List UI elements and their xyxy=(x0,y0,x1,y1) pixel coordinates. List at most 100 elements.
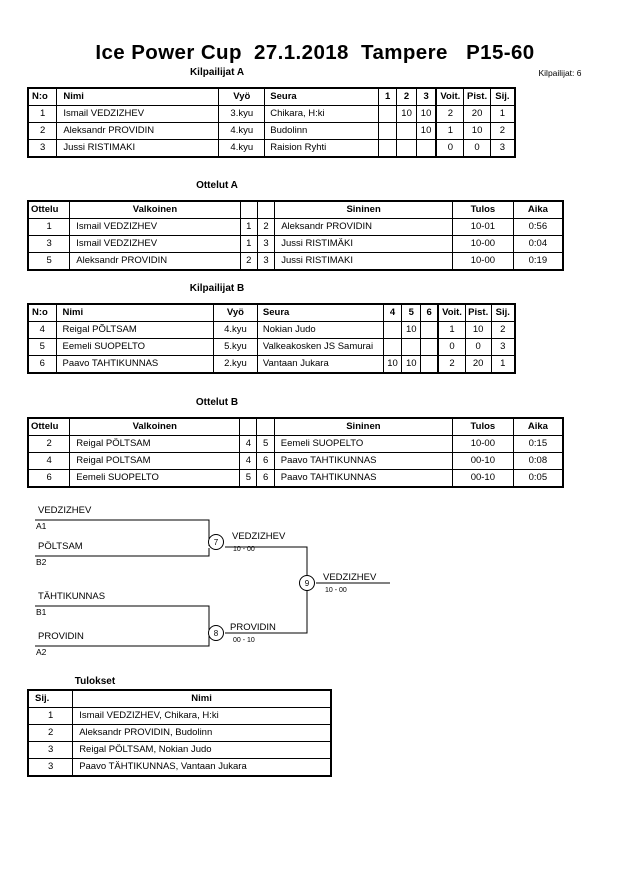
cell-time: 0:04 xyxy=(512,235,564,253)
cell-name: Reigal PÖLTSAM, Nokian Judo xyxy=(72,741,331,759)
cell-white: Aleksandr PROVIDIN xyxy=(69,252,241,270)
col-name: Nimi xyxy=(72,690,331,708)
cell-points: 10 xyxy=(464,321,492,339)
cell-club: Budolinn xyxy=(264,122,380,140)
cell-club: Chikara, H:ki xyxy=(264,105,380,123)
cell-time: 0:56 xyxy=(512,218,564,236)
cell-name: Ismail VEDZIZHEV xyxy=(56,105,220,123)
table-header-row: Ottelu Valkoinen Sininen Tulos Aika xyxy=(27,201,564,219)
col-white: Valkoinen xyxy=(69,418,241,436)
cell-points: 20 xyxy=(463,105,491,123)
col-blue-no xyxy=(256,418,275,436)
match-node-number: 9 xyxy=(305,579,310,588)
cell-white-no: 1 xyxy=(239,235,258,253)
table-row: 1 Ismail VEDZIZHEV, Chikara, H:ki xyxy=(27,707,331,725)
heading-matches-a: Ottelut A xyxy=(196,180,238,191)
cell-white-no: 4 xyxy=(239,435,258,453)
cell-wins: 1 xyxy=(437,321,466,339)
table-header-row: Sij. Nimi xyxy=(27,690,331,708)
bracket-entry-name: VEDZIZHEV xyxy=(38,505,92,516)
col-time: Aika xyxy=(512,418,564,436)
cell-rr-5: 10 xyxy=(401,321,422,339)
cell-match-no: 6 xyxy=(27,469,71,487)
cell-rr-1 xyxy=(378,139,398,157)
cell-blue-no: 5 xyxy=(256,435,275,453)
cell-club: Nokian Judo xyxy=(256,321,384,339)
col-wins: Voit. xyxy=(435,88,465,106)
cell-result: 10-00 xyxy=(452,235,514,253)
cell-belt: 3.kyu xyxy=(218,105,266,123)
cell-points: 0 xyxy=(464,338,492,356)
bracket-entry-seed: A2 xyxy=(36,647,47,657)
cell-time: 0:15 xyxy=(512,435,564,453)
cell-belt: 4.kyu xyxy=(212,321,258,339)
col-blue-no xyxy=(256,201,276,219)
cell-name: Aleksandr PROVIDIN, Budolinn xyxy=(72,724,331,742)
col-rr-6: 6 xyxy=(420,304,439,322)
cell-rr-2: 10 xyxy=(396,105,417,123)
cell-rr-6 xyxy=(420,355,439,373)
semifinal-winner-name: PROVIDIN xyxy=(230,622,276,633)
bracket-entry-name: PROVIDIN xyxy=(38,631,84,642)
table-row: 4 Reigal POLTSAM 4 6 Paavo TAHTIKUNNAS 0… xyxy=(27,452,564,470)
cell-white-no: 2 xyxy=(239,252,258,270)
cell-rank: 3 xyxy=(27,741,74,759)
table-row: 5 Eemeli SUOPELTO 5.kyu Valkeakosken JS … xyxy=(28,338,516,356)
col-rr-4: 4 xyxy=(382,304,403,322)
col-match-no: Ottelu xyxy=(27,418,71,436)
cell-club: Raision Ryhti xyxy=(264,139,380,157)
cell-result: 10-00 xyxy=(451,435,514,453)
cell-club: Valkeakosken JS Samurai xyxy=(256,338,384,356)
pool-a-table: N:o Nimi Vyö Seura 1 2 3 Voit. Pist. Sij… xyxy=(27,87,516,158)
cell-rr-4 xyxy=(382,321,403,339)
col-rank: Sij. xyxy=(27,690,74,708)
match-node-number: 8 xyxy=(214,629,219,638)
col-white: Valkoinen xyxy=(69,201,241,219)
col-no: N:o xyxy=(28,304,57,322)
cell-rr-2 xyxy=(396,139,417,157)
table-row: 1 Ismail VEDZIZHEV 1 2 Aleksandr PROVIDI… xyxy=(27,218,564,236)
cell-belt: 5.kyu xyxy=(212,338,258,356)
cell-name: Jussi RISTIMAKI xyxy=(56,139,220,157)
cell-time: 0:05 xyxy=(512,469,564,487)
col-club: Seura xyxy=(256,304,384,322)
match-node-number: 7 xyxy=(214,538,219,547)
cell-white-no: 5 xyxy=(239,469,258,487)
col-white-no xyxy=(239,201,258,219)
cell-points: 20 xyxy=(464,355,492,373)
col-rank: Sij. xyxy=(489,88,516,106)
cell-rr-4 xyxy=(382,338,403,356)
cell-wins: 2 xyxy=(435,105,465,123)
cell-rr-5 xyxy=(401,338,422,356)
cell-name: Eemeli SUOPELTO xyxy=(55,338,214,356)
cell-blue-no: 2 xyxy=(256,218,276,236)
cell-blue-no: 6 xyxy=(256,452,275,470)
cell-rr-1 xyxy=(378,105,398,123)
cell-rank: 1 xyxy=(489,105,516,123)
pool-b-table: N:o Nimi Vyö Seura 4 5 6 Voit. Pist. Sij… xyxy=(27,303,516,374)
col-blue: Sininen xyxy=(274,201,454,219)
bracket-line-sf1-out xyxy=(225,546,308,577)
col-wins: Voit. xyxy=(437,304,466,322)
col-rank: Sij. xyxy=(490,304,516,322)
table-row: 5 Aleksandr PROVIDIN 2 3 Jussi RISTIMAKI… xyxy=(27,252,564,270)
cell-rr-6 xyxy=(420,321,439,339)
bracket-entry-name: TÄHTIKUNNAS xyxy=(38,591,105,602)
final-winner-name: VEDZIZHEV xyxy=(323,572,377,583)
table-header-row: N:o Nimi Vyö Seura 4 5 6 Voit. Pist. Sij… xyxy=(28,304,516,322)
cell-name: Paavo TÄHTIKUNNAS, Vantaan Jukara xyxy=(72,758,331,776)
cell-no: 3 xyxy=(27,139,58,157)
cell-no: 1 xyxy=(27,105,58,123)
col-rr-5: 5 xyxy=(401,304,422,322)
table-row: 6 Paavo TAHTIKUNNAS 2.kyu Vantaan Jukara… xyxy=(28,355,516,373)
heading-pool-b: Kilpailijat B xyxy=(189,283,245,294)
matches-a-table: Ottelu Valkoinen Sininen Tulos Aika 1 Is… xyxy=(27,200,564,271)
col-belt: Vyö xyxy=(218,88,266,106)
cell-match-no: 5 xyxy=(27,252,71,270)
col-no: N:o xyxy=(27,88,58,106)
heading-results: Tulokset xyxy=(74,676,116,687)
match-node-circle xyxy=(299,575,315,591)
cell-blue: Eemeli SUOPELTO xyxy=(273,435,453,453)
table-row: 3 Ismail VEDZIZHEV 1 3 Jussi RISTIMÄKI 1… xyxy=(27,235,564,253)
cell-rr-1 xyxy=(378,122,398,140)
